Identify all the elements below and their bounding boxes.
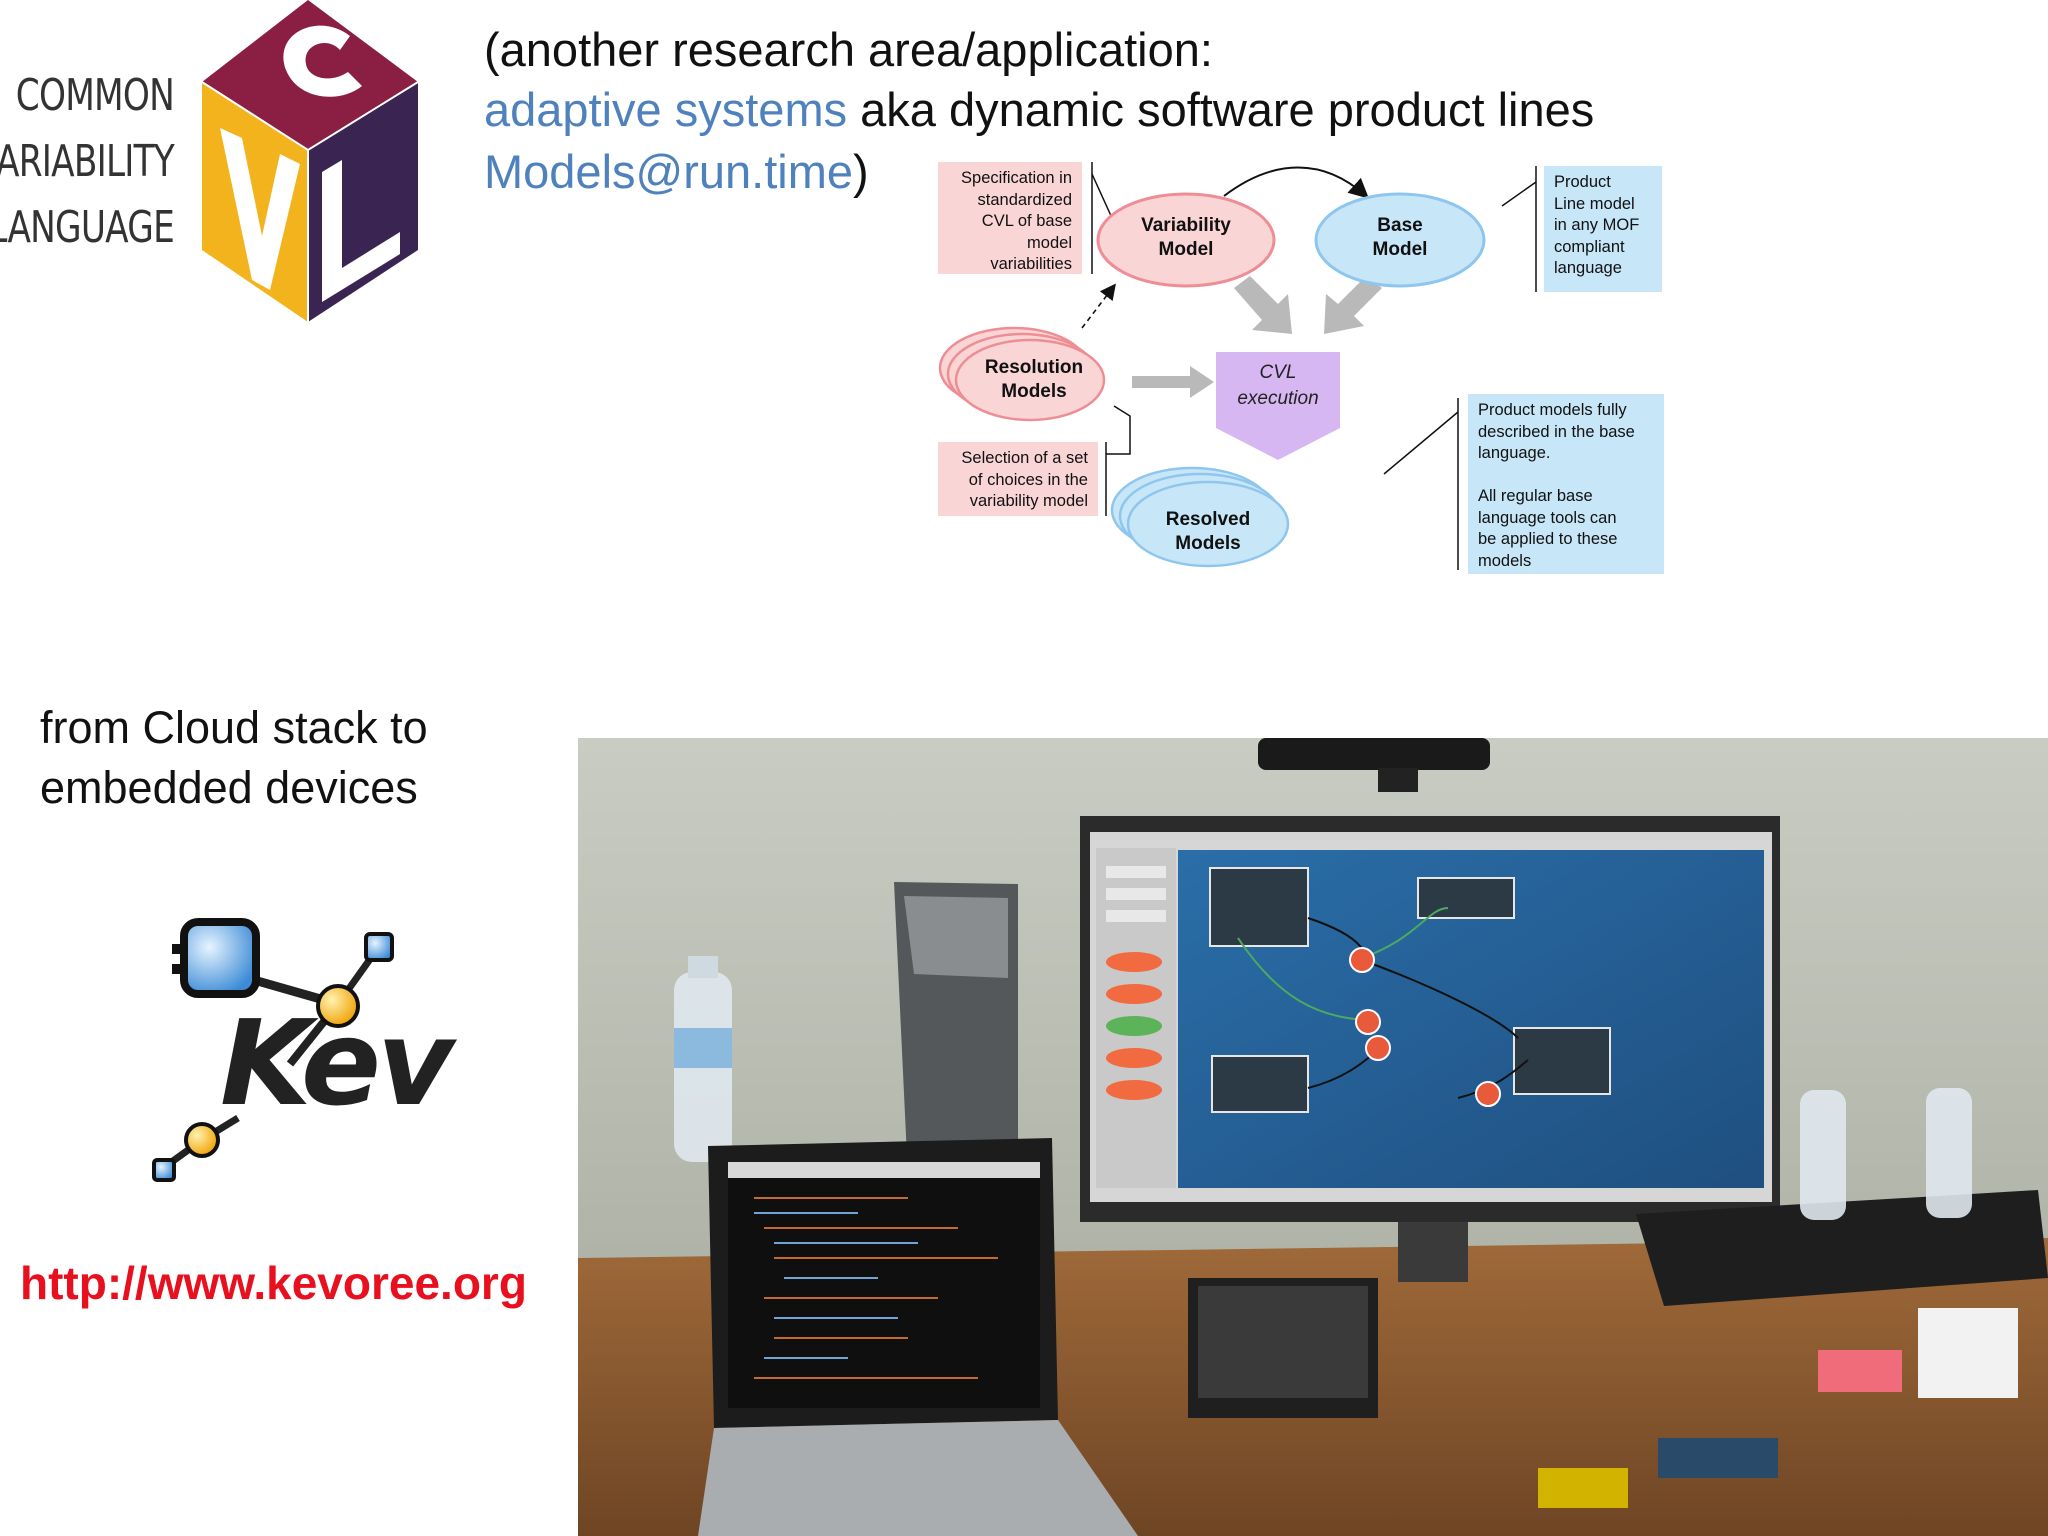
- variability-model-node: Variability Model: [1141, 215, 1231, 260]
- resolution-models-node: Resolution Models: [984, 357, 1084, 402]
- cvl-execution-node: CVL execution: [1237, 362, 1319, 409]
- logo-word-common: COMMON: [15, 70, 175, 121]
- headline-line-1: (another research area/application:: [484, 23, 1213, 76]
- selection-note: Selection of a set of choices in the var…: [938, 442, 1098, 516]
- specification-note: Specification in standardized CVL of bas…: [938, 162, 1082, 274]
- headline-line-2: adaptive systems aka dynamic software pr…: [484, 82, 1594, 137]
- resolved-models-node: Resolved Models: [1165, 509, 1251, 554]
- headline-line-3-rest: ): [853, 145, 869, 198]
- product-models-note: Product models fully described in the ba…: [1468, 394, 1664, 574]
- kev-wordmark: Kev: [220, 994, 454, 1132]
- subtitle-line-1: from Cloud stack to: [40, 702, 428, 753]
- logo-word-language: LANGUAGE: [0, 202, 175, 253]
- logo-word-variability: VARIABILITY: [0, 136, 175, 187]
- headline-line-3: Models@run.time): [484, 144, 869, 199]
- desk-photo: [578, 738, 2048, 1536]
- desk-photo-illustration: [578, 738, 2048, 1536]
- base-model-node: Base Model: [1372, 215, 1428, 260]
- cvl-diagram: Specification in standardized CVL of bas…: [934, 152, 1674, 584]
- cvl-cube-icon: [201, 0, 419, 322]
- subtitle-line-2: embedded devices: [40, 762, 418, 813]
- product-line-note: Product Line model in any MOF compliant …: [1544, 166, 1662, 292]
- kev-network-icon: [152, 918, 394, 1182]
- diagram-shapes: [938, 162, 1537, 570]
- models-at-runtime-link[interactable]: Models@run.time: [484, 145, 854, 198]
- cvl-logo: COMMON VARIABILITY LANGUAGE: [0, 0, 440, 330]
- adaptive-systems-link[interactable]: adaptive systems: [484, 83, 848, 136]
- kevoree-logo: Kev: [138, 904, 454, 1204]
- kevoree-url-link[interactable]: http://www.kevoree.org: [20, 1257, 527, 1309]
- headline-line-2-rest: aka dynamic software product lines: [847, 83, 1595, 136]
